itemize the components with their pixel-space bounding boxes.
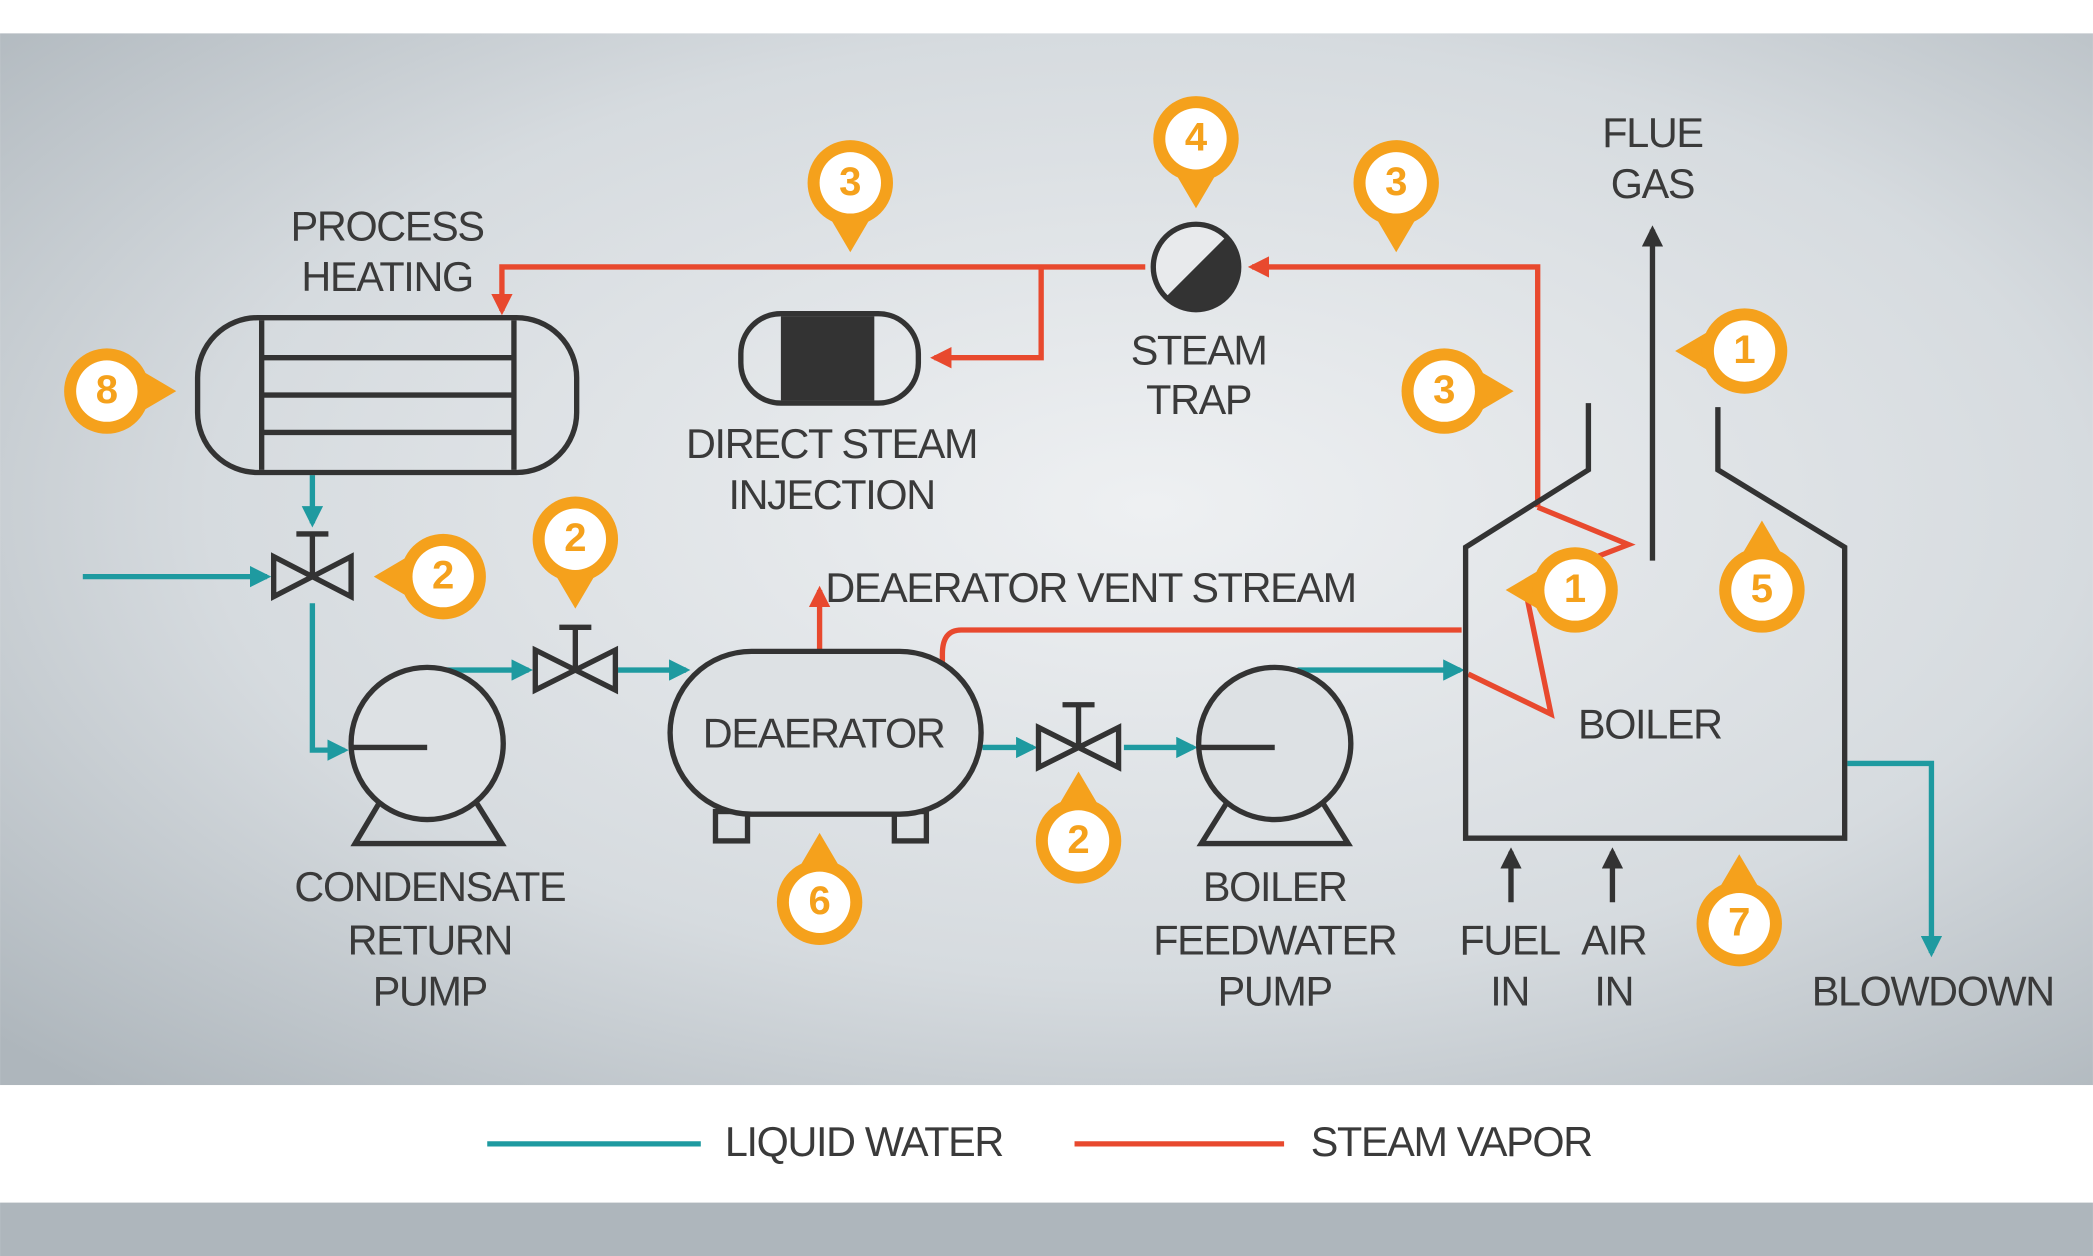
callout-marker-3: 3: [807, 140, 894, 253]
marker-number: 4: [1185, 116, 1208, 160]
marker-number: 7: [1728, 901, 1750, 945]
deaerator-tank: [667, 648, 984, 844]
label-blowdown: BLOWDOWN: [1812, 968, 2054, 1014]
callout-marker-2: 2: [373, 533, 486, 620]
boiler-feedwater-pump: [1195, 664, 1354, 847]
boiler-vessel: [1462, 403, 1848, 841]
label-steam-trap-2: TRAP: [1146, 377, 1251, 423]
callout-marker-4: 4: [1153, 96, 1239, 209]
label-flue-gas-2: GAS: [1611, 161, 1694, 207]
valve-feedwater[interactable]: [1035, 702, 1122, 772]
callout-markers: 3 4 3 3 1 8 2 2 1 5 6 2 7: [64, 96, 1805, 967]
marker-number: 2: [564, 516, 586, 560]
label-direct-steam-2: INJECTION: [728, 472, 934, 518]
label-process-heating-2: HEATING: [301, 254, 472, 300]
callout-marker-3: 3: [1353, 140, 1439, 253]
label-feedwater-1: BOILER: [1203, 864, 1347, 910]
marker-inner-circle: [1365, 152, 1427, 214]
label-direct-steam-1: DIRECT STEAM: [686, 421, 977, 467]
label-condensate-1: CONDENSATE: [294, 864, 565, 910]
blowdown-line: [1847, 760, 1943, 958]
label-air-in-1: AIR: [1581, 918, 1646, 964]
marker-inner-circle: [1544, 559, 1606, 621]
marker-number: 8: [96, 368, 118, 412]
label-air-in-2: IN: [1594, 968, 1633, 1014]
callout-marker-1: 1: [1505, 547, 1618, 633]
callout-marker-1: 1: [1675, 308, 1788, 394]
label-condensate-2: RETURN: [348, 918, 512, 964]
steam-line-to-deaerator: [931, 627, 1462, 702]
marker-inner-circle: [1731, 559, 1793, 621]
label-flue-gas-1: FLUE: [1602, 110, 1702, 156]
legend-liquid-water-label: LIQUID WATER: [725, 1119, 1003, 1165]
label-boiler: BOILER: [1578, 701, 1722, 747]
valve-makeup[interactable]: [271, 531, 354, 602]
callout-marker-5: 5: [1719, 520, 1805, 633]
callout-marker-8: 8: [64, 348, 177, 434]
label-deaerator-vent: DEAERATOR VENT STREAM: [825, 565, 1355, 611]
marker-inner-circle: [1165, 108, 1227, 170]
steam-line-boiler-to-trap: [1247, 256, 1541, 508]
marker-inner-circle: [1047, 810, 1110, 872]
valve-condensate[interactable]: [532, 624, 619, 695]
marker-number: 3: [839, 160, 861, 204]
marker-number: 6: [808, 879, 830, 923]
marker-inner-circle: [1713, 320, 1776, 382]
marker-number: 5: [1751, 567, 1773, 611]
marker-number: 3: [1433, 368, 1455, 412]
marker-inner-circle: [544, 508, 607, 570]
label-process-heating-1: PROCESS: [291, 203, 484, 249]
label-condensate-3: PUMP: [373, 968, 487, 1014]
label-fuel-in-1: FUEL: [1459, 918, 1560, 964]
marker-inner-circle: [788, 871, 851, 933]
label-fuel-in-2: IN: [1490, 968, 1529, 1014]
label-feedwater-2: FEEDWATER: [1153, 918, 1396, 964]
legend-band: [0, 1085, 2093, 1203]
steam-trap: [1150, 221, 1242, 313]
steam-line-to-process-heating: [491, 264, 1146, 316]
label-deaerator: DEAERATOR: [703, 711, 945, 757]
bottom-band: [0, 1202, 2093, 1256]
marker-number: 3: [1385, 160, 1407, 204]
water-to-condensate-pump-line: [309, 603, 349, 761]
marker-number: 2: [432, 554, 454, 598]
condensate-return-pump: [348, 664, 507, 847]
top-band: [0, 0, 2093, 34]
callout-marker-7: 7: [1696, 854, 1782, 967]
marker-inner-circle: [819, 152, 881, 214]
callout-marker-6: 6: [776, 832, 863, 946]
callout-marker-2: 2: [1035, 771, 1122, 884]
marker-number: 1: [1733, 328, 1755, 372]
marker-inner-circle: [1413, 360, 1475, 422]
marker-inner-circle: [76, 360, 138, 422]
legend: LIQUID WATER STEAM VAPOR: [487, 1119, 1593, 1165]
marker-inner-circle: [412, 545, 474, 608]
marker-inner-circle: [1708, 892, 1770, 955]
marker-number: 1: [1564, 567, 1586, 611]
direct-steam-injection-vessel: [738, 310, 922, 406]
legend-steam-vapor-label: STEAM VAPOR: [1311, 1119, 1592, 1165]
steam-line-to-direct-injection: [930, 266, 1044, 369]
label-steam-trap-1: STEAM: [1131, 328, 1267, 374]
marker-number: 2: [1067, 818, 1089, 862]
process-heating-exchanger: [194, 315, 580, 476]
label-feedwater-3: PUMP: [1218, 968, 1332, 1014]
callout-marker-2: 2: [532, 496, 619, 609]
callout-marker-3: 3: [1401, 348, 1514, 434]
